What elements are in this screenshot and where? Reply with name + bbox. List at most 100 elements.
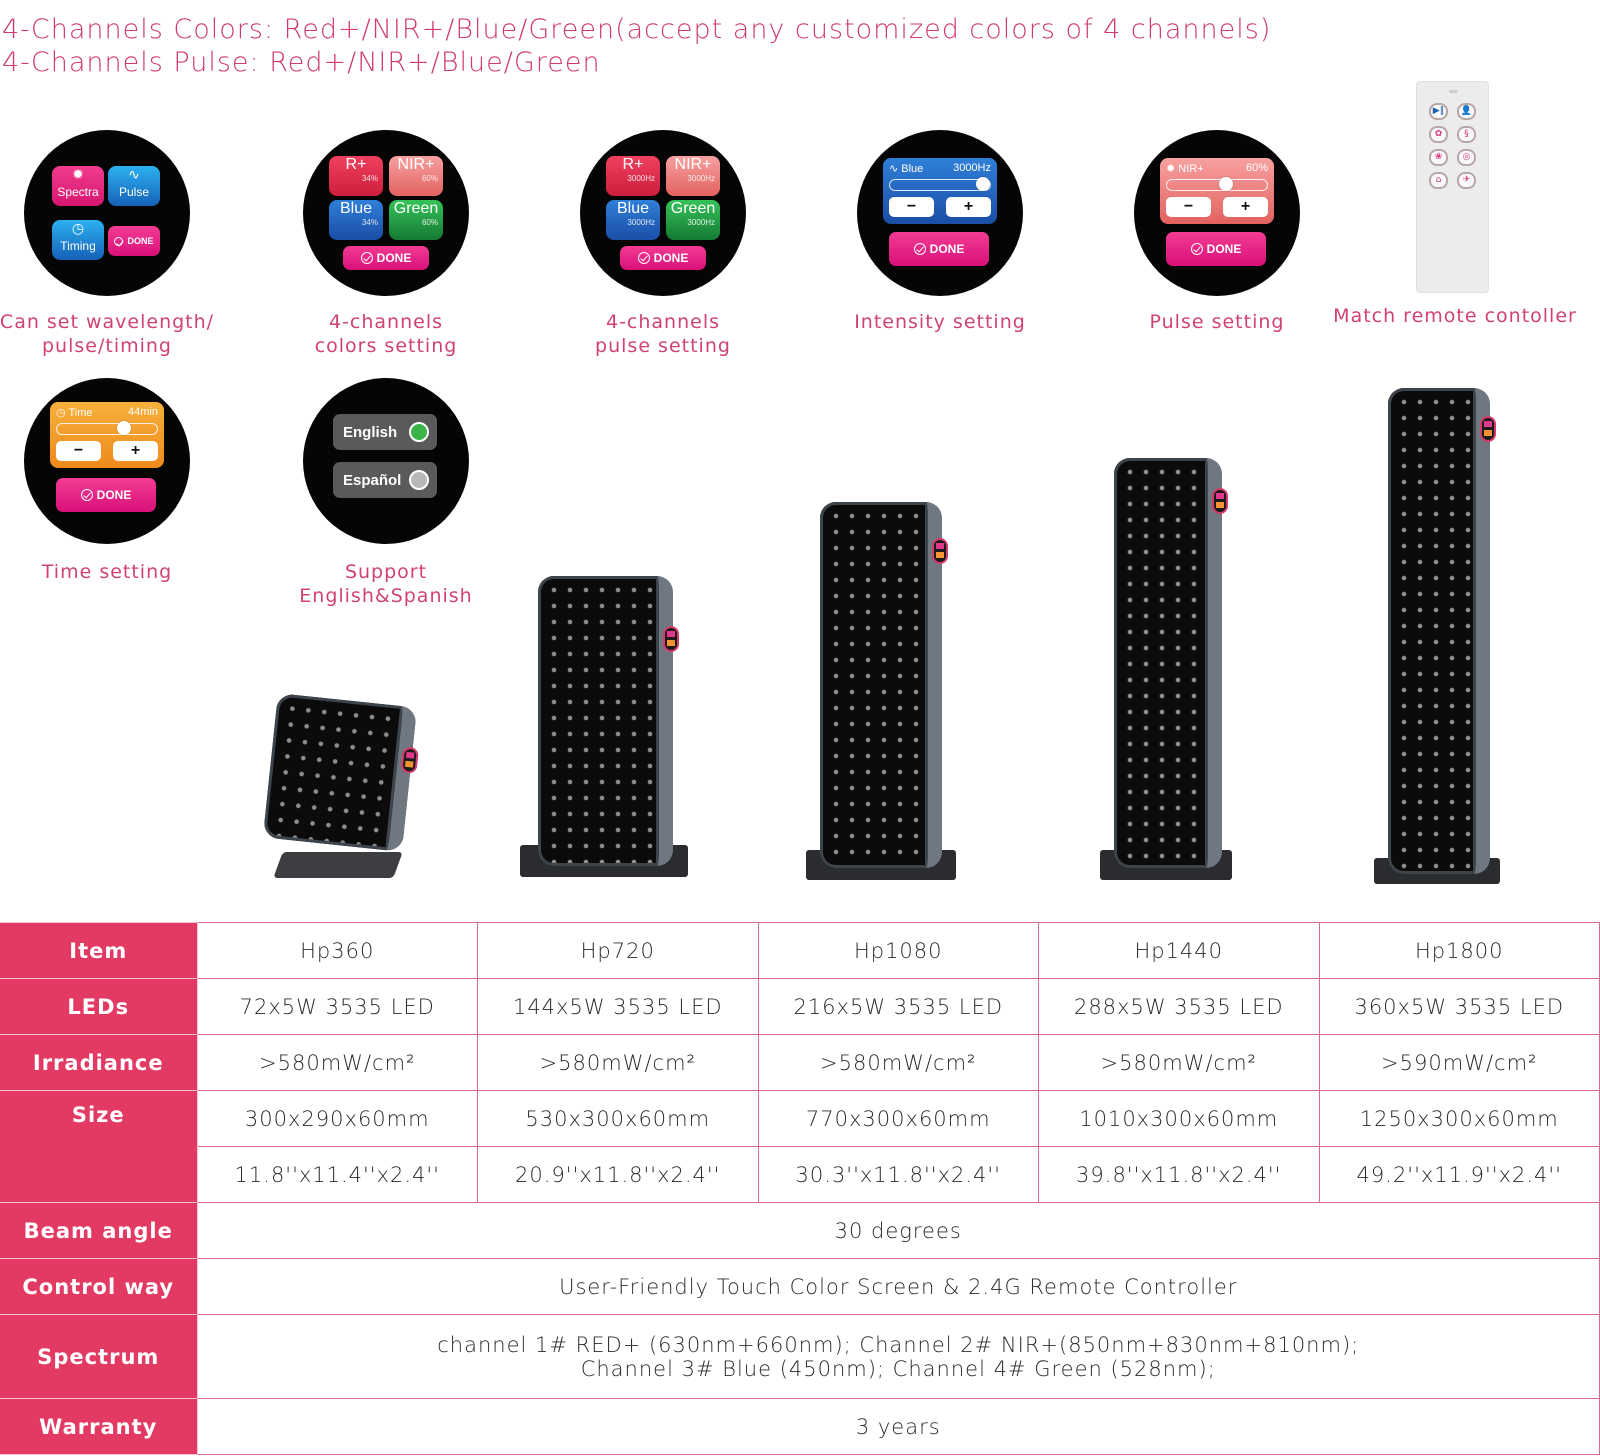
row-label: Beam angle xyxy=(0,1202,198,1259)
feature-pulse-setting: ✹ NIR+ 60% − + DONE Pulse setting xyxy=(1102,130,1332,334)
led-panel xyxy=(538,576,679,866)
touch-screen-pulse-single: ✹ NIR+ 60% − + DONE xyxy=(1134,130,1300,296)
channel-tile-green[interactable]: Green 3000Hz xyxy=(666,200,720,240)
table-row-beam-angle: Beam angle 30 degrees xyxy=(0,1202,1600,1259)
channel-tile-blue[interactable]: Blue 34% xyxy=(329,200,383,240)
table-cell: Hp360 xyxy=(196,922,478,979)
led-panel xyxy=(262,693,419,852)
check-circle-icon xyxy=(1190,243,1203,255)
touch-screen-time: ◷ Time 44min − + DONE xyxy=(24,378,190,544)
table-row-size-inch: 11.8''x11.4''x2.4'' 20.9''x11.8''x2.4'' … xyxy=(0,1146,1600,1203)
spectra-tile[interactable]: ✹ Spectra xyxy=(52,166,104,206)
table-cell: Hp720 xyxy=(477,922,759,979)
channel-tile-red[interactable]: R+ 34% xyxy=(329,156,383,196)
table-cell: Hp1080 xyxy=(757,922,1039,979)
slider-knob[interactable] xyxy=(976,177,990,191)
done-button[interactable]: DONE xyxy=(889,232,989,266)
done-button[interactable]: DONE xyxy=(343,246,429,270)
mode-5-icon[interactable]: ⌂ xyxy=(1429,172,1448,189)
feature-caption: 4-channels colors setting xyxy=(314,311,458,357)
time-slider[interactable] xyxy=(56,421,158,435)
pulse-tile[interactable]: ∿ Pulse xyxy=(108,166,160,206)
table-cell: 300x290x60mm xyxy=(196,1090,478,1147)
headline-colors: 4-Channels Colors: Red+/NIR+/Blue/Green(… xyxy=(2,14,1272,45)
pulse-slider[interactable] xyxy=(1166,177,1268,191)
table-cell: 3 years xyxy=(196,1398,1600,1455)
feature-time-setting: ◷ Time 44min − + DONE Time setting xyxy=(0,378,222,584)
feature-caption: Pulse setting xyxy=(1149,311,1285,333)
sun-icon: ✹ xyxy=(72,166,84,182)
table-cell: 30.3''x11.8''x2.4'' xyxy=(757,1146,1039,1203)
plus-button[interactable]: + xyxy=(1223,197,1268,217)
pulse-wave-icon: ∿ Blue xyxy=(889,163,924,175)
mode-6-icon[interactable]: ✈ xyxy=(1457,172,1476,189)
table-cell: >580mW/cm² xyxy=(1038,1034,1320,1091)
play-pause-icon[interactable]: ▶‖ xyxy=(1429,103,1448,120)
touch-screen-intensity: ∿ Blue 3000Hz − + DONE xyxy=(857,130,1023,296)
radio-unselected-icon[interactable] xyxy=(409,470,429,490)
feature-caption: 4-channels pulse setting xyxy=(595,311,731,357)
mode-1-icon[interactable]: ✿ xyxy=(1429,126,1448,143)
control-button-icon xyxy=(400,746,419,774)
slider-knob[interactable] xyxy=(1219,177,1233,191)
row-label: Size xyxy=(0,1090,198,1203)
table-cell: 216x5W 3535 LED xyxy=(757,978,1039,1035)
led-panel xyxy=(1114,458,1228,868)
plus-button[interactable]: + xyxy=(946,197,991,217)
language-option-english[interactable]: English xyxy=(333,414,437,450)
table-cell: 49.2''x11.9''x2.4'' xyxy=(1318,1146,1600,1203)
intensity-slider[interactable] xyxy=(889,177,991,191)
table-cell: 288x5W 3535 LED xyxy=(1038,978,1320,1035)
mode-4-icon[interactable]: ◎ xyxy=(1457,149,1476,166)
table-cell: User-Friendly Touch Color Screen & 2.4G … xyxy=(196,1258,1600,1315)
check-circle-icon xyxy=(80,489,93,501)
plus-button[interactable]: + xyxy=(113,441,158,461)
table-row-irradiance: Irradiance >580mW/cm² >580mW/cm² >580mW/… xyxy=(0,1034,1600,1091)
mode-3-icon[interactable]: ❀ xyxy=(1429,149,1448,166)
table-cell: 30 degrees xyxy=(196,1202,1600,1259)
table-cell: 11.8''x11.4''x2.4'' xyxy=(196,1146,478,1203)
feature-intensity-setting: ∿ Blue 3000Hz − + DONE Intensity setting xyxy=(825,130,1055,334)
channel-tile-green[interactable]: Green 60% xyxy=(389,200,443,240)
row-label: LEDs xyxy=(0,978,198,1035)
table-cell: 1250x300x60mm xyxy=(1318,1090,1600,1147)
table-cell: 144x5W 3535 LED xyxy=(477,978,759,1035)
channel-tile-nir[interactable]: NIR+ 3000Hz xyxy=(666,156,720,196)
headline-pulse: 4-Channels Pulse: Red+/NIR+/Blue/Green xyxy=(2,47,601,78)
done-button[interactable]: DONE xyxy=(1166,232,1266,266)
done-button[interactable]: DONE xyxy=(108,226,160,256)
slider-knob[interactable] xyxy=(117,421,131,435)
table-row-spectrum: Spectrum channel 1# RED+ (630nm+660nm); … xyxy=(0,1314,1600,1399)
touch-screen-main-menu: ✹ Spectra ∿ Pulse ◷ Timing DONE xyxy=(24,130,190,296)
remote-indicator xyxy=(1449,90,1458,93)
table-row-warranty: Warranty 3 years xyxy=(0,1398,1600,1455)
user-icon[interactable]: 👤 xyxy=(1457,103,1476,120)
row-label: Spectrum xyxy=(0,1314,198,1399)
control-button-icon xyxy=(1480,416,1496,442)
table-cell: Hp1440 xyxy=(1038,922,1320,979)
channel-tile-nir[interactable]: NIR+ 60% xyxy=(389,156,443,196)
led-panel xyxy=(820,502,948,868)
table-cell: 1010x300x60mm xyxy=(1038,1090,1320,1147)
timing-tile[interactable]: ◷ Timing xyxy=(52,220,104,260)
done-button[interactable]: DONE xyxy=(620,246,706,270)
channel-tile-blue[interactable]: Blue 3000Hz xyxy=(606,200,660,240)
language-option-spanish[interactable]: Español xyxy=(333,462,437,498)
minus-button[interactable]: − xyxy=(1166,197,1211,217)
feature-caption: Time setting xyxy=(41,561,173,583)
mode-2-icon[interactable]: § xyxy=(1457,126,1476,143)
channel-tile-red[interactable]: R+ 3000Hz xyxy=(606,156,660,196)
intensity-panel: ∿ Blue 3000Hz − + xyxy=(883,158,997,224)
led-panel xyxy=(1388,388,1496,874)
radio-selected-icon[interactable] xyxy=(409,422,429,442)
minus-button[interactable]: − xyxy=(889,197,934,217)
minus-button[interactable]: − xyxy=(56,441,101,461)
feature-pulse-setting-channels: R+ 3000Hz NIR+ 3000Hz Blue 3000Hz Green … xyxy=(548,130,778,358)
check-circle-icon xyxy=(114,236,124,246)
done-button[interactable]: DONE xyxy=(56,478,156,512)
touch-screen-pulse: R+ 3000Hz NIR+ 3000Hz Blue 3000Hz Green … xyxy=(580,130,746,296)
control-button-icon xyxy=(663,626,679,652)
touch-screen-colors: R+ 34% NIR+ 60% Blue 34% Green 60% DONE xyxy=(303,130,469,296)
spec-table: Item Hp360 Hp720 Hp1080 Hp1440 Hp1800 LE… xyxy=(0,922,1600,1455)
row-label: Item xyxy=(0,922,198,979)
